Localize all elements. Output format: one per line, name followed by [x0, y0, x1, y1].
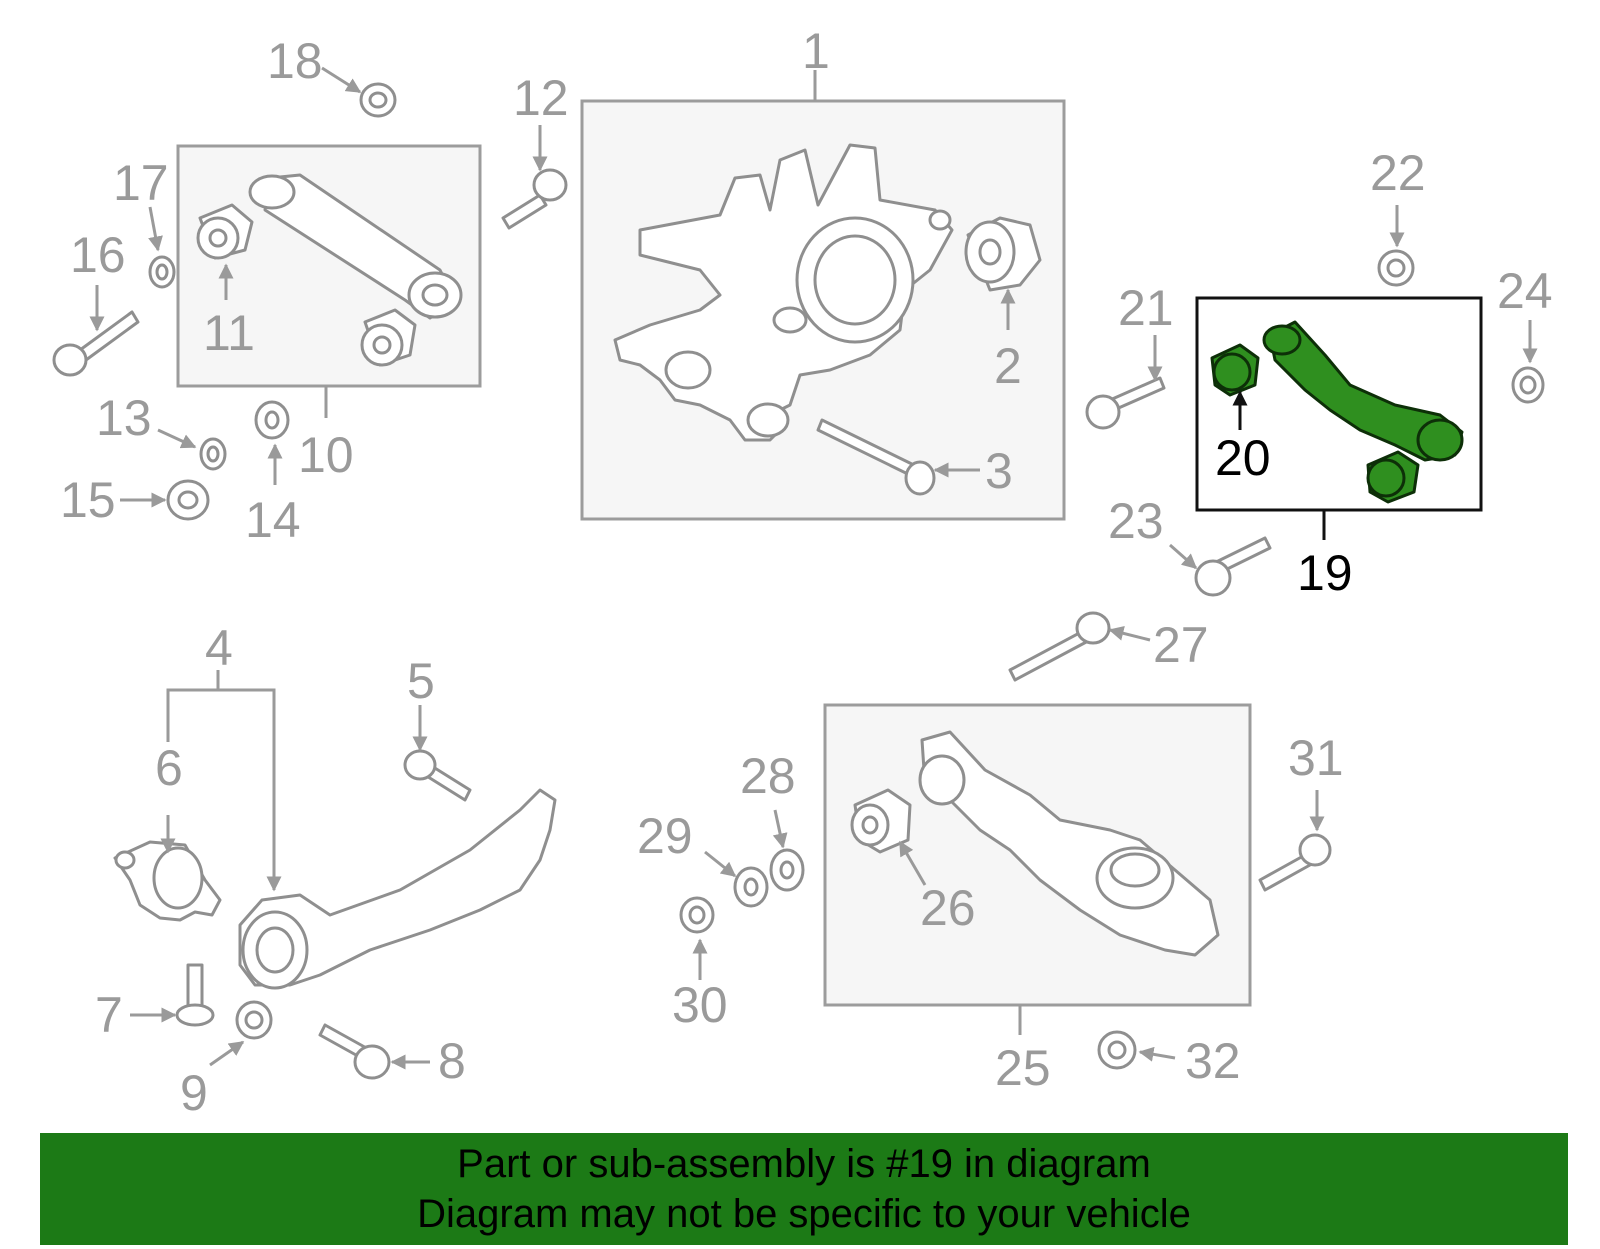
callout-1: 1: [802, 23, 830, 79]
callout-4: 4: [205, 620, 233, 676]
callout-22: 22: [1370, 145, 1426, 201]
nut-32: [1097, 1030, 1137, 1070]
callout-11: 11: [203, 305, 255, 361]
banner-line-part-number: Part or sub-assembly is #19 in diagram: [457, 1142, 1151, 1186]
callout-6: 6: [155, 740, 183, 796]
callout-2: 2: [994, 338, 1022, 394]
callout-13: 13: [96, 390, 152, 446]
callout-20: 20: [1215, 430, 1271, 486]
callout-10: 10: [298, 427, 354, 483]
callout-7: 7: [95, 987, 123, 1043]
trailing-arm-4: [238, 788, 557, 990]
washer-28: [769, 848, 805, 892]
bushing-6: [113, 840, 222, 922]
bolt-31: [1258, 833, 1332, 892]
callout-26: 26: [920, 880, 976, 936]
callout-15: 15: [60, 472, 116, 528]
nut-24: [1511, 366, 1545, 404]
bushing-10b: [360, 308, 417, 367]
bushing-20: [1210, 343, 1260, 397]
bolt-27: [1008, 611, 1111, 682]
washer-13: [199, 437, 227, 471]
callout-14: 14: [245, 492, 301, 548]
callout-5: 5: [407, 653, 435, 709]
callout-21: 21: [1118, 280, 1174, 336]
callout-8: 8: [438, 1033, 466, 1089]
callout-24: 24: [1497, 263, 1553, 319]
washer-29: [733, 866, 769, 908]
callout-17: 17: [113, 155, 169, 211]
control-arm-19: [1262, 320, 1464, 462]
bolt-12: [501, 168, 568, 230]
lower-arm-25: [918, 730, 1220, 957]
callout-16: 16: [70, 227, 126, 283]
bolt-5: [403, 749, 472, 802]
washer-17: [148, 255, 176, 289]
callout-12: 12: [513, 70, 569, 126]
callout-31: 31: [1288, 730, 1344, 786]
callout-29: 29: [637, 808, 693, 864]
callout-18: 18: [267, 33, 323, 89]
callout-3: 3: [985, 443, 1013, 499]
washer-14: [254, 400, 290, 440]
bolt-23: [1194, 536, 1272, 597]
bushing-19b: [1366, 450, 1420, 504]
banner-line-disclaimer: Diagram may not be specific to your vehi…: [417, 1192, 1191, 1236]
callout-9: 9: [180, 1065, 208, 1121]
callout-23: 23: [1108, 493, 1164, 549]
bolt-3: [816, 418, 936, 496]
callout-30: 30: [672, 977, 728, 1033]
info-banner: Part or sub-assembly is #19 in diagram D…: [40, 1133, 1568, 1245]
bushing-11: [196, 203, 254, 260]
bolt-8: [318, 1023, 391, 1080]
bushing-2: [964, 216, 1042, 292]
callout-19: 19: [1297, 545, 1353, 601]
callout-28: 28: [740, 748, 796, 804]
bolt-16: [52, 310, 140, 377]
nut-22: [1377, 249, 1415, 287]
knuckle-1: [613, 143, 954, 442]
nut-30: [679, 896, 715, 934]
bushing-26: [850, 788, 912, 854]
bolt-7: [175, 963, 215, 1027]
upper-arm-10: [248, 173, 463, 320]
bolt-21: [1085, 376, 1166, 430]
nut-15: [166, 479, 210, 521]
nut-9: [235, 1000, 273, 1040]
callout-27: 27: [1153, 617, 1209, 673]
callout-32: 32: [1185, 1033, 1241, 1089]
callout-25: 25: [995, 1040, 1051, 1096]
nut-18: [359, 82, 397, 118]
